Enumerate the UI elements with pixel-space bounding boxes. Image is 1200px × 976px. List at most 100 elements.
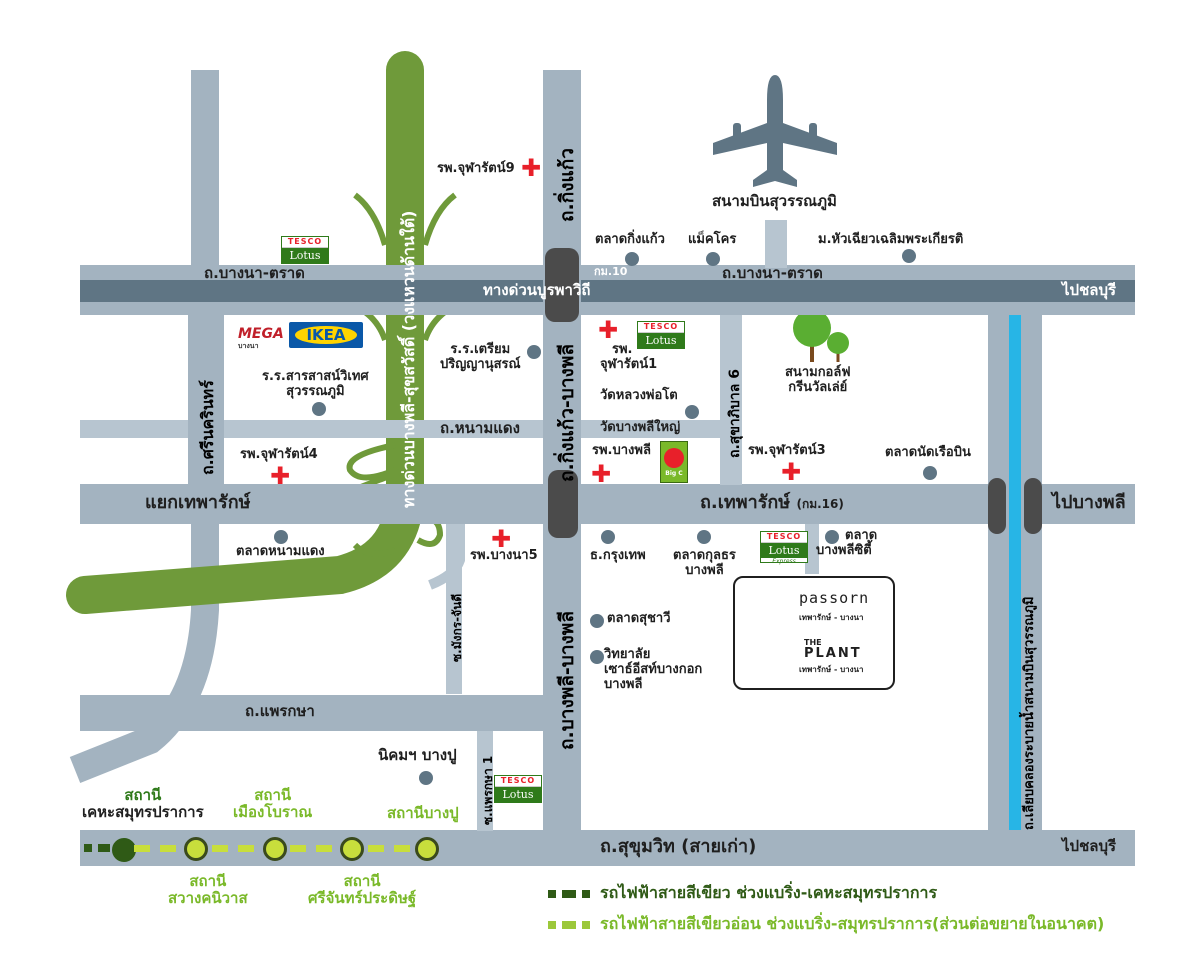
bangna-trad-label-left: ถ.บางนา-ตราด <box>204 264 305 282</box>
chularat3-label: รพ.จุฬารัตน์3 <box>748 443 826 458</box>
tunnel-icon <box>1024 478 1042 534</box>
tunnel-icon <box>545 248 579 322</box>
legend-light-green-swatch <box>548 920 590 929</box>
airport-label: สนามบินสุวรรณภูมิ <box>712 192 837 210</box>
king-kaeo-market-label: ตลาดกิ่งแก้ว <box>595 232 665 247</box>
bigc-logo: Big C <box>660 441 688 483</box>
poi-dot-icon <box>419 771 433 785</box>
chularat1-label: รพ.จุฬารัตน์1 <box>600 342 658 372</box>
to-chonburi-bottom-label: ไปชลบุรี <box>1062 837 1117 855</box>
poi-dot-icon <box>527 345 541 359</box>
bang-phli-hospital-label: รพ.บางพลี <box>592 443 651 458</box>
wat-luang-pho-to-label: วัดหลวงพ่อโต <box>600 388 678 403</box>
legend-dark-green: รถไฟฟ้าสายสีเขียว ช่วงแบริ่ง-เคหะสมุทรปร… <box>548 881 937 906</box>
station-kheha-marker[interactable] <box>112 838 136 862</box>
station-sawang-label: สถานีสวางคนิวาส <box>168 872 248 908</box>
king-kaeo-road <box>543 70 581 830</box>
poi-dot-icon <box>590 614 604 628</box>
poi-dot-icon <box>590 650 604 664</box>
station-kheha-label: สถานีเคหะสมุทรปราการ <box>82 786 204 822</box>
plant-the: THE <box>804 638 822 647</box>
legend-light-green: รถไฟฟ้าสายสีเขียวอ่อน ช่วงแบริ่ง-สมุทรปร… <box>548 912 1104 937</box>
poi-dot-icon <box>697 530 711 544</box>
tree-icon <box>793 309 849 362</box>
phraek-sa-road <box>80 695 570 731</box>
station-mueang-boran-marker[interactable] <box>263 837 287 861</box>
theparak-label: ถ.เทพารักษ์ (กม.16) <box>700 492 844 513</box>
suchawi-market-label: ตลาดสุชาวี <box>607 611 671 626</box>
station-sri-marker[interactable] <box>340 837 364 861</box>
phraek-sa1-road <box>477 731 493 831</box>
hospital-cross-icon: ✚ <box>521 154 542 182</box>
wat-bang-phli-yai-label: วัดบางพลีใหญ่ <box>600 420 681 435</box>
to-chonburi-top-label: ไปชลบุรี <box>1062 281 1117 299</box>
tunnel-icon <box>988 478 1006 534</box>
srinakarin-label: ถ.ศรีนครินทร์ <box>198 380 217 475</box>
hospital-cross-icon: ✚ <box>598 316 619 344</box>
sarasas-school-label: ร.ร.สารสาสน์วิเทศสุวรรณภูมิ <box>262 369 369 399</box>
to-bang-phli-label: ไปบางพลี <box>1052 492 1126 513</box>
nam-daeng-market-label: ตลาดหนามแดง <box>236 544 325 559</box>
poi-dot-icon <box>625 252 639 266</box>
poi-dot-icon <box>902 249 916 263</box>
tunnel-icon <box>548 470 578 538</box>
bang-phli-city-road <box>805 524 819 574</box>
king-kaeo-label: ถ.กิ่งแก้ว <box>556 148 578 222</box>
theparak-road <box>80 484 1135 524</box>
poi-dot-icon <box>825 530 839 544</box>
bangna5-label: รพ.บางนา5 <box>470 548 538 563</box>
mangkorn-chan-label: ซ.มังกร-จันดี <box>450 593 464 662</box>
passorn-subtitle: เทพารักษ์ - บางนา <box>799 613 864 622</box>
kunthon-market-label: ตลาดกุลธรบางพลี <box>673 548 736 578</box>
triam-school-label: ร.ร.เตรียมปริญญานุสรณ์ <box>440 342 521 372</box>
airplane-icon <box>713 75 837 187</box>
golf-course-label: สนามกอล์ฟกรีนวัลเล่ย์ <box>785 365 851 395</box>
station-mueang-boran-label: สถานีเมืองโบราณ <box>233 786 313 822</box>
legend-dark-green-swatch <box>548 889 590 898</box>
poi-dot-icon <box>923 466 937 480</box>
mangkorn-road <box>446 524 462 694</box>
passorn-title: passorn <box>799 589 870 607</box>
sukhumvit-label: ถ.สุขุมวิท (สายเก่า) <box>600 836 757 857</box>
station-bang-pu-marker[interactable] <box>415 837 439 861</box>
burapha-withi-expressway <box>80 280 1135 302</box>
km10-label: กม.10 <box>594 265 628 278</box>
chularat4-label: รพ.จุฬารัตน์4 <box>240 447 318 462</box>
hospital-cross-icon: ✚ <box>591 460 612 488</box>
ring-expressway-label: ทางด่วนบางพลี-สุขสวัสดิ์ (วงแหวนด้านใต้) <box>399 210 418 509</box>
poi-dot-icon <box>274 530 288 544</box>
chularat9-label: รพ.จุฬารัตน์9 <box>437 161 515 176</box>
huachiew-label: ม.หัวเฉียวเฉลิมพระเกียรติ <box>818 232 964 247</box>
nam-daeng-label: ถ.หนามแดง <box>440 419 520 437</box>
phraek-sa-label: ถ.แพรกษา <box>245 702 315 720</box>
airport-link-road <box>765 220 787 268</box>
dark-green-line-segment <box>84 844 92 852</box>
poi-dot-icon <box>685 405 699 419</box>
hospital-cross-icon: ✚ <box>270 462 291 490</box>
station-sawang-marker[interactable] <box>184 837 208 861</box>
college-label: วิทยาลัยเซาธ์อีสท์บางกอกบางพลี <box>604 647 703 692</box>
hospital-cross-icon: ✚ <box>491 525 512 553</box>
dark-green-line-segment <box>98 844 110 852</box>
theparak-junction-label: แยกเทพารักษ์ <box>145 492 251 513</box>
ring-interchange-top <box>353 192 457 246</box>
nikhom-bang-pu-label: นิคมฯ บางปู <box>378 746 457 764</box>
project-box[interactable]: passorn เทพารักษ์ - บางนา THE PLANT เทพา… <box>733 576 895 690</box>
sukhapiban6-label: ถ.สุขาภิบาล 6 <box>727 369 743 458</box>
legend-light-green-text: รถไฟฟ้าสายสีเขียวอ่อน ช่วงแบริ่ง-สมุทรปร… <box>600 914 1105 933</box>
bangna-trad-label-right: ถ.บางนา-ตราด <box>722 264 823 282</box>
burapha-withi-label: ทางด่วนบูรพาวิถี <box>483 281 591 299</box>
bang-phli-bang-phli-label: ถ.บางพลี-บางพลี <box>556 611 578 750</box>
poi-dot-icon <box>312 402 326 416</box>
krungthep-bank-label: ธ.กรุงเทพ <box>590 548 646 563</box>
srinakarin-road <box>188 315 224 490</box>
sukhapiban6-road <box>720 315 742 485</box>
plant-title: PLANT <box>804 646 862 661</box>
ikea-logo: IKEA <box>289 322 363 348</box>
